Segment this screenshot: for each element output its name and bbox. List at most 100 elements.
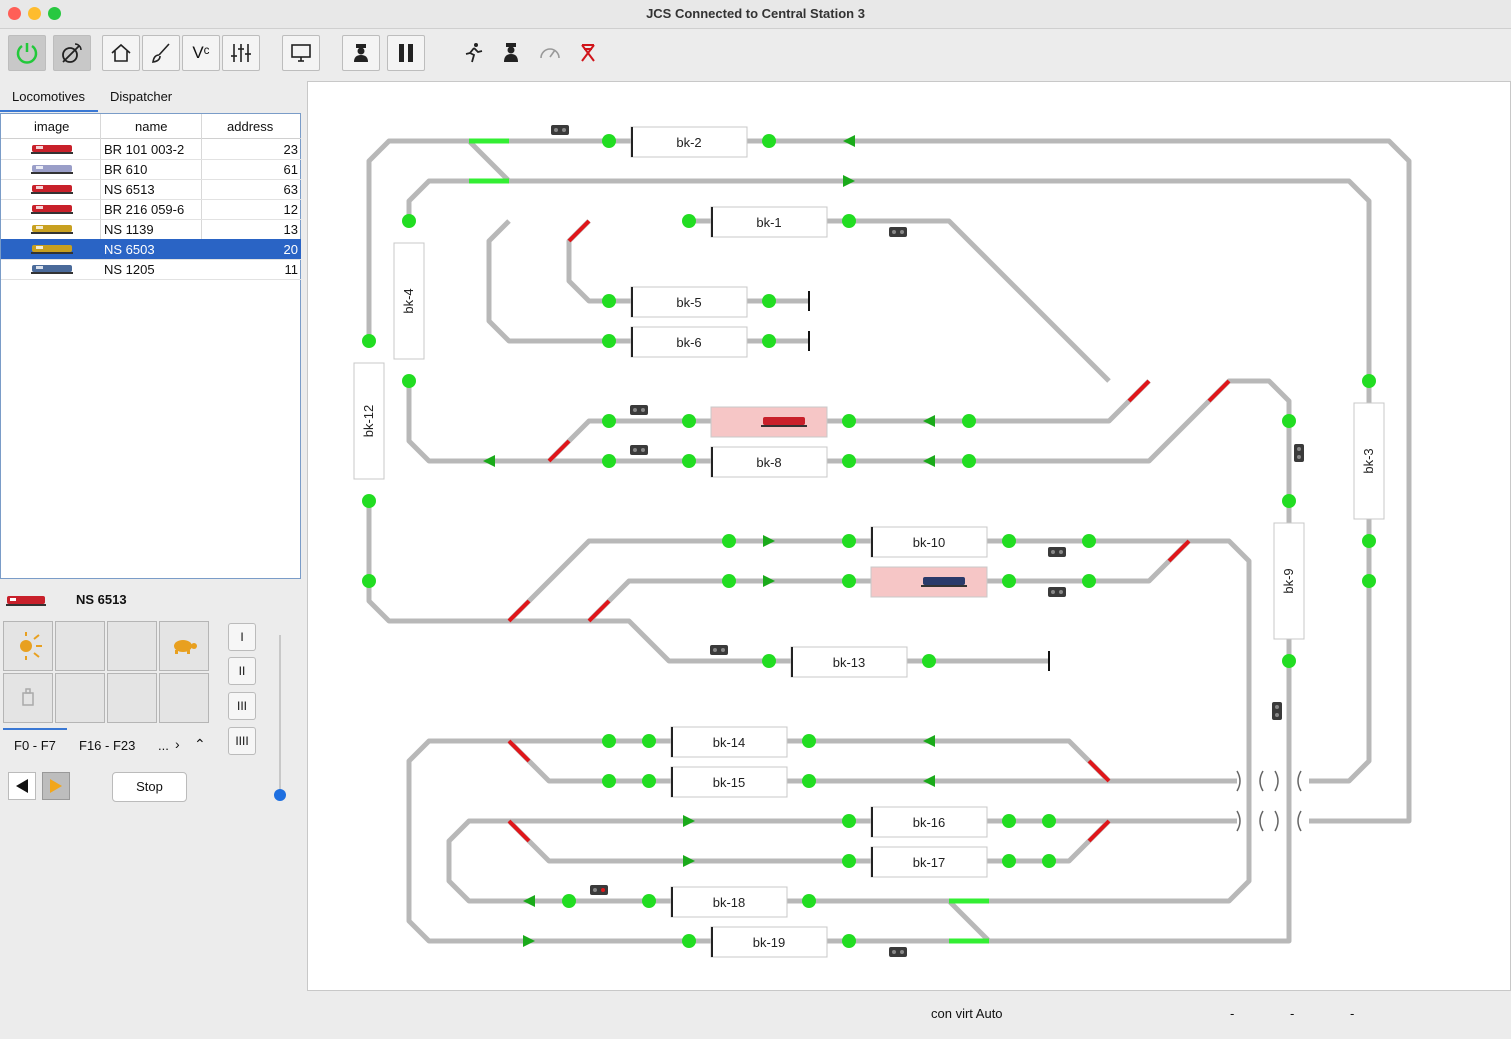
sensor-indicator[interactable] bbox=[1082, 574, 1096, 588]
edit-layout-button[interactable] bbox=[142, 35, 180, 71]
sensor-indicator[interactable] bbox=[602, 774, 616, 788]
sensor-indicator[interactable] bbox=[922, 654, 936, 668]
sensor-indicator[interactable] bbox=[642, 734, 656, 748]
sensor-indicator[interactable] bbox=[1002, 534, 1016, 548]
sensor-indicator[interactable] bbox=[842, 934, 856, 948]
sensor-indicator[interactable] bbox=[1282, 494, 1296, 508]
turnout-indicator[interactable] bbox=[1167, 539, 1191, 563]
block-bk-1[interactable] bbox=[710, 206, 828, 238]
block-bk-14[interactable] bbox=[670, 726, 788, 758]
function-f5-button[interactable] bbox=[55, 673, 105, 723]
block-bk-5[interactable] bbox=[630, 286, 748, 318]
block-bk-12[interactable] bbox=[353, 362, 385, 480]
speed-step-2-button[interactable]: II bbox=[228, 657, 256, 685]
signal[interactable] bbox=[551, 125, 569, 135]
signal[interactable] bbox=[1272, 702, 1282, 720]
block-bk-4[interactable] bbox=[393, 242, 425, 360]
minimize-window-button[interactable] bbox=[28, 7, 41, 20]
sensor-indicator[interactable] bbox=[1082, 534, 1096, 548]
sensor-indicator[interactable] bbox=[602, 134, 616, 148]
function-f7-button[interactable] bbox=[159, 673, 209, 723]
block-bk-10[interactable] bbox=[870, 526, 988, 558]
block-bk-19[interactable] bbox=[710, 926, 828, 958]
block-bk-6[interactable] bbox=[630, 326, 748, 358]
signal[interactable] bbox=[1048, 587, 1066, 597]
sensor-indicator[interactable] bbox=[682, 454, 696, 468]
close-window-button[interactable] bbox=[8, 7, 21, 20]
signal[interactable] bbox=[889, 227, 907, 237]
sensor-indicator[interactable] bbox=[762, 294, 776, 308]
power-button[interactable] bbox=[8, 35, 46, 71]
auto-run-button[interactable] bbox=[459, 39, 487, 67]
sensor-indicator[interactable] bbox=[1002, 574, 1016, 588]
block-bk-2[interactable] bbox=[630, 126, 748, 158]
tab-locomotives[interactable]: Locomotives bbox=[12, 89, 85, 104]
signal[interactable] bbox=[590, 885, 608, 895]
speed-slider-thumb[interactable] bbox=[274, 789, 286, 801]
block-bk-18[interactable] bbox=[670, 886, 788, 918]
connect-button[interactable] bbox=[53, 35, 91, 71]
sensor-indicator[interactable] bbox=[802, 894, 816, 908]
sensor-indicator[interactable] bbox=[1282, 654, 1296, 668]
signal[interactable] bbox=[630, 445, 648, 455]
sensor-indicator[interactable] bbox=[842, 854, 856, 868]
sensor-indicator[interactable] bbox=[402, 374, 416, 388]
turnout-indicator[interactable] bbox=[507, 739, 531, 763]
sensor-indicator[interactable] bbox=[1042, 854, 1056, 868]
signal[interactable] bbox=[630, 405, 648, 415]
sensor-indicator[interactable] bbox=[362, 334, 376, 348]
driver-button[interactable] bbox=[497, 39, 525, 67]
dispatcher-button[interactable] bbox=[342, 35, 380, 71]
sensor-indicator[interactable] bbox=[682, 214, 696, 228]
chevron-up-icon[interactable]: ⌃ bbox=[194, 736, 206, 752]
sensor-indicator[interactable] bbox=[682, 414, 696, 428]
block-bk-17[interactable] bbox=[870, 846, 988, 878]
zoom-window-button[interactable] bbox=[48, 7, 61, 20]
block-bk-16[interactable] bbox=[870, 806, 988, 838]
forward-direction-button[interactable] bbox=[42, 772, 70, 800]
turnout-indicator[interactable] bbox=[547, 439, 571, 463]
sensor-indicator[interactable] bbox=[602, 334, 616, 348]
signal[interactable] bbox=[1048, 547, 1066, 557]
sensor-indicator[interactable] bbox=[762, 134, 776, 148]
gauge-button[interactable] bbox=[536, 39, 564, 67]
sensor-indicator[interactable] bbox=[722, 534, 736, 548]
pause-button[interactable] bbox=[387, 35, 425, 71]
signal[interactable] bbox=[889, 947, 907, 957]
sensor-indicator[interactable] bbox=[642, 894, 656, 908]
function-f6-button[interactable] bbox=[107, 673, 157, 723]
tab-f16-f23[interactable]: F16 - F23 bbox=[79, 738, 136, 753]
sensor-indicator[interactable] bbox=[1362, 534, 1376, 548]
sensor-indicator[interactable] bbox=[1362, 374, 1376, 388]
home-button[interactable] bbox=[102, 35, 140, 71]
turnout-indicator[interactable] bbox=[1087, 819, 1111, 843]
turnout-indicator[interactable] bbox=[567, 219, 591, 243]
sensor-indicator[interactable] bbox=[962, 414, 976, 428]
sensor-indicator[interactable] bbox=[1282, 414, 1296, 428]
sensor-indicator[interactable] bbox=[802, 734, 816, 748]
function-f0-button[interactable] bbox=[3, 621, 53, 671]
function-f4-button[interactable] bbox=[3, 673, 53, 723]
stop-button[interactable]: Stop bbox=[112, 772, 187, 802]
turnout-indicator[interactable] bbox=[1087, 759, 1111, 783]
turnout-indicator[interactable] bbox=[507, 599, 531, 623]
sensor-indicator[interactable] bbox=[842, 214, 856, 228]
settings-sliders-button[interactable] bbox=[222, 35, 260, 71]
sensor-indicator[interactable] bbox=[762, 334, 776, 348]
block-bk-3[interactable] bbox=[1353, 402, 1385, 520]
sensor-indicator[interactable] bbox=[842, 414, 856, 428]
signal[interactable] bbox=[1294, 444, 1304, 462]
sensor-indicator[interactable] bbox=[402, 214, 416, 228]
block-bk-8[interactable] bbox=[710, 446, 828, 478]
sensor-indicator[interactable] bbox=[722, 574, 736, 588]
tab-dispatcher[interactable]: Dispatcher bbox=[110, 89, 173, 104]
sensor-indicator[interactable] bbox=[602, 414, 616, 428]
sensor-indicator[interactable] bbox=[842, 574, 856, 588]
speed-slider-track[interactable] bbox=[279, 635, 281, 795]
column-header-address[interactable]: address bbox=[227, 119, 274, 134]
